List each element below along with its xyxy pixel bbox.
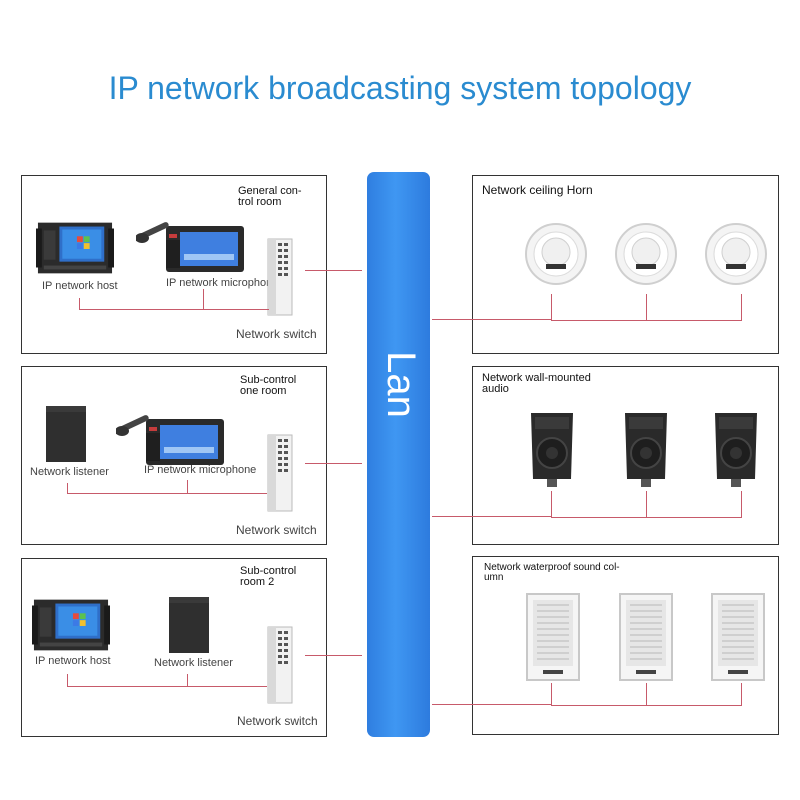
- ceiling-speaker-icon: [524, 222, 588, 286]
- connection-line: [646, 683, 647, 706]
- network-switch-label: Network switch: [237, 714, 318, 728]
- connection-line: [646, 491, 647, 518]
- connection-line: [551, 683, 552, 706]
- page-title: IP network broadcasting system topology: [108, 70, 692, 106]
- connection-line: [67, 674, 68, 687]
- network-listener-icon: [169, 597, 209, 653]
- lan-link-sub2: [305, 655, 362, 656]
- connection-line: [67, 493, 267, 494]
- connection-line: [741, 491, 742, 518]
- panel-title: Sub-control: [240, 565, 297, 577]
- lan-bus: Lan: [367, 172, 430, 737]
- ip-host-label: IP network host: [42, 280, 118, 292]
- panel-general-control-room: General con- trol room IP network host I…: [21, 175, 327, 354]
- ip-host-icon: [32, 597, 110, 653]
- panel-title-cont: umn: [484, 572, 504, 583]
- panel-ceiling-horn: Network ceiling Horn: [472, 175, 779, 354]
- lan-label: Lan: [378, 351, 423, 418]
- wall-speaker-icon: [527, 409, 577, 489]
- panel-sub-control-room-2: Sub-control room 2 IP network host Netwo…: [21, 558, 327, 737]
- panel-waterproof-sound-column: Network waterproof sound col- umn: [472, 556, 779, 735]
- connection-line: [187, 674, 188, 687]
- panel-wall-mounted-audio: Network wall-mounted audio: [472, 366, 779, 545]
- network-listener-label: Network listener: [30, 466, 109, 478]
- connection-line: [79, 298, 80, 310]
- ip-host-icon: [36, 220, 114, 276]
- sound-column-icon: [618, 592, 674, 682]
- wall-speaker-icon: [711, 409, 761, 489]
- ip-microphone-label: IP network microphone: [166, 277, 279, 289]
- ip-microphone-label: IP network microphone: [144, 464, 257, 476]
- connection-line: [79, 309, 269, 310]
- network-listener-icon: [46, 406, 86, 462]
- wall-speaker-icon: [621, 409, 671, 489]
- network-switch-label: Network switch: [236, 327, 317, 341]
- panel-title: Network ceiling Horn: [482, 183, 593, 197]
- lan-link-sub1: [305, 463, 362, 464]
- network-switch-icon: [266, 237, 294, 317]
- panel-title-cont: audio: [482, 383, 509, 395]
- network-listener-label: Network listener: [154, 657, 233, 669]
- ceiling-speaker-icon: [614, 222, 678, 286]
- panel-title: General con-: [238, 185, 302, 197]
- panel-title-cont: one room: [240, 385, 287, 397]
- ip-microphone-icon: [136, 214, 246, 274]
- connection-line: [551, 294, 552, 321]
- panel-title-cont: room 2: [240, 576, 275, 588]
- panel-title: Network wall-mounted: [482, 372, 591, 384]
- panel-sub-control-one-room: Sub-control one room Network listener IP…: [21, 366, 327, 545]
- panel-title: Sub-control: [240, 374, 297, 386]
- panel-title: Network waterproof sound col-: [484, 562, 620, 573]
- sound-column-icon: [710, 592, 766, 682]
- network-switch-icon: [266, 433, 294, 513]
- ip-host-label: IP network host: [35, 655, 111, 667]
- connection-line: [203, 289, 204, 310]
- lan-link-wall: [432, 516, 551, 517]
- sound-column-icon: [525, 592, 581, 682]
- connection-line: [67, 686, 267, 687]
- connection-line: [741, 683, 742, 706]
- connection-line: [551, 491, 552, 518]
- ceiling-speaker-icon: [704, 222, 768, 286]
- lan-link-general: [305, 270, 362, 271]
- ip-microphone-icon: [116, 407, 226, 467]
- connection-line: [646, 294, 647, 321]
- connection-line: [741, 294, 742, 321]
- connection-line: [187, 480, 188, 494]
- network-switch-label: Network switch: [236, 523, 317, 537]
- connection-line: [67, 483, 68, 494]
- panel-title-cont: trol room: [238, 196, 282, 208]
- lan-link-column: [432, 704, 551, 705]
- network-switch-icon: [266, 625, 294, 705]
- lan-link-ceiling: [432, 319, 551, 320]
